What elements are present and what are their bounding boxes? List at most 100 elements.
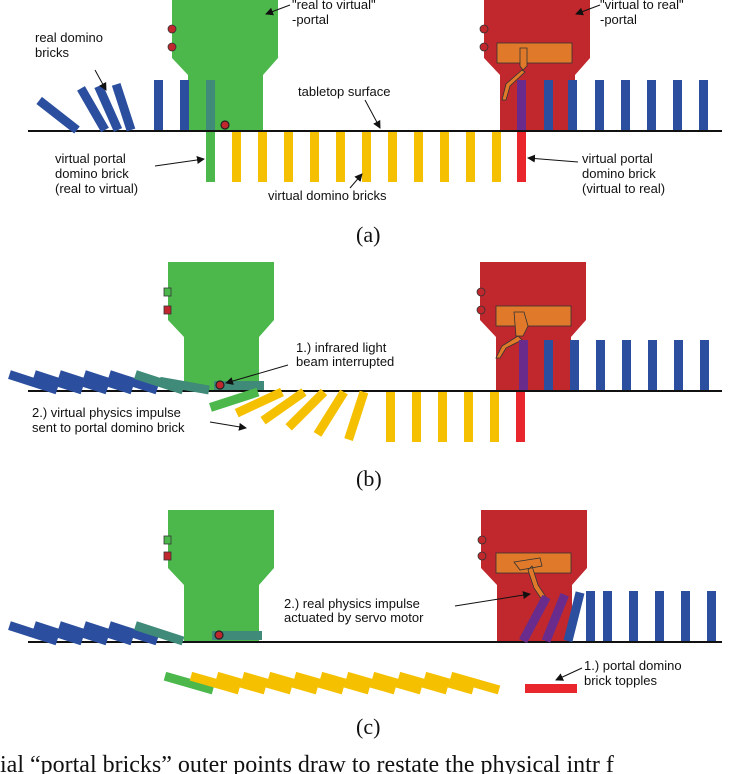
green-portal-a xyxy=(172,0,278,130)
real-brick xyxy=(541,592,569,643)
real-brick-in-red-portal xyxy=(517,80,526,130)
portal-led-green-b xyxy=(163,287,172,297)
portal-led-green-a xyxy=(167,24,177,34)
virtual-brick xyxy=(258,132,267,182)
servo-arm-a xyxy=(501,47,528,101)
caption-a: (a) xyxy=(356,222,380,247)
label-vpb-left-2: domino brick xyxy=(55,166,129,181)
real-brick xyxy=(544,340,553,390)
portal-led-red-c xyxy=(163,551,172,561)
real-brick xyxy=(8,370,59,395)
real-brick-in-portal xyxy=(158,376,210,395)
label-step2-b-1: 2.) virtual physics impulse xyxy=(32,405,181,420)
virtual-brick xyxy=(310,132,319,182)
portal-led-red-a xyxy=(167,42,177,52)
virtual-brick xyxy=(241,671,293,695)
real-bricks-left-c xyxy=(8,621,185,646)
real-brick xyxy=(673,80,682,130)
arrow-vpb-right xyxy=(527,154,579,163)
label-green-portal-1: "real to virtual" xyxy=(292,0,376,12)
real-bricks-left-a xyxy=(36,80,215,134)
real-bricks-right-b xyxy=(519,340,709,390)
virtual-brick xyxy=(362,132,371,182)
virtual-brick xyxy=(438,392,447,442)
label-real-bricks-2: bricks xyxy=(35,45,69,60)
virtual-brick xyxy=(234,387,284,418)
caption-b: (b) xyxy=(356,466,382,491)
virtual-brick xyxy=(284,132,293,182)
real-brick xyxy=(707,591,716,641)
label-real-bricks-1: real domino xyxy=(35,30,103,45)
real-brick-in-red-portal xyxy=(519,340,528,390)
red-portal-led-2-c xyxy=(477,551,487,561)
arrow-green-portal xyxy=(265,4,291,16)
red-portal-led-2-b xyxy=(476,305,486,315)
label-red-portal-1: "virtual to real" xyxy=(600,0,684,12)
real-brick xyxy=(699,80,708,130)
label-green-portal-2: -portal xyxy=(292,12,329,27)
real-brick xyxy=(595,80,604,130)
real-brick xyxy=(77,86,109,133)
virtual-brick xyxy=(293,671,345,695)
virtual-bricks-a xyxy=(206,132,526,182)
bottom-cutoff-text: ial “portal bricks” outer points draw to… xyxy=(0,752,614,774)
portal-brick-flat-c xyxy=(212,631,262,640)
virtual-brick xyxy=(319,671,371,695)
virtual-brick xyxy=(423,671,475,695)
label-vpb-left-1: virtual portal xyxy=(55,151,126,166)
real-brick xyxy=(622,340,631,390)
virtual-brick xyxy=(414,132,423,182)
label-tabletop: tabletop surface xyxy=(298,84,391,99)
virtual-brick xyxy=(440,132,449,182)
real-brick xyxy=(655,591,664,641)
ir-sensor-a xyxy=(220,120,230,130)
arrow-virtual-impulse xyxy=(209,421,247,431)
real-brick xyxy=(621,80,630,130)
real-brick xyxy=(570,340,579,390)
virtual-brick xyxy=(232,132,241,182)
green-portal-b xyxy=(168,262,274,390)
portal-led-green-c xyxy=(163,535,172,545)
real-bricks-right-c xyxy=(519,591,716,644)
real-brick xyxy=(647,80,656,130)
virtual-bricks-b xyxy=(209,387,525,442)
real-brick xyxy=(94,84,123,132)
virtual-brick xyxy=(466,132,475,182)
label-vpb-left-3: (real to virtual) xyxy=(55,181,138,196)
red-portal-led-1-c xyxy=(477,535,487,545)
red-portal-led-1-b xyxy=(476,287,486,297)
red-portal-a xyxy=(484,0,590,130)
virtual-brick xyxy=(464,392,473,442)
arrow-servo-impulse xyxy=(454,591,531,607)
real-brick xyxy=(596,340,605,390)
real-bricks-right-a xyxy=(517,80,708,130)
arrow-real-bricks xyxy=(94,69,107,91)
real-brick xyxy=(681,591,690,641)
ir-beam-block-b xyxy=(214,381,264,390)
label-step2-b-2: sent to portal domino brick xyxy=(32,420,185,435)
arrow-ir-beam xyxy=(225,364,289,385)
real-brick xyxy=(603,591,612,641)
label-red-portal-2: -portal xyxy=(600,12,637,27)
label-step1-c-1: 1.) portal domino xyxy=(584,658,682,673)
label-step2-c-1: 2.) real physics impulse xyxy=(284,596,420,611)
virtual-bricks-c xyxy=(163,671,501,695)
virtual-brick xyxy=(313,389,348,437)
virtual-brick xyxy=(371,671,423,695)
real-brick-in-portal xyxy=(206,80,215,130)
virtual-brick xyxy=(215,671,267,695)
arrow-vpb-left xyxy=(154,156,205,167)
real-brick xyxy=(108,621,159,646)
virtual-brick xyxy=(490,392,499,442)
red-portal-led-1-a xyxy=(479,24,489,34)
virtual-brick xyxy=(397,671,449,695)
label-step1-c-2: brick topples xyxy=(584,673,657,688)
portal-led-red-b xyxy=(163,305,172,315)
virtual-brick xyxy=(344,390,369,441)
virtual-portal-brick-right-toppled xyxy=(525,684,577,693)
arrow-red-portal xyxy=(575,4,601,16)
label-vpb-right-2: domino brick xyxy=(582,166,656,181)
virtual-brick xyxy=(260,388,307,425)
label-virtual-bricks: virtual domino bricks xyxy=(268,188,387,203)
